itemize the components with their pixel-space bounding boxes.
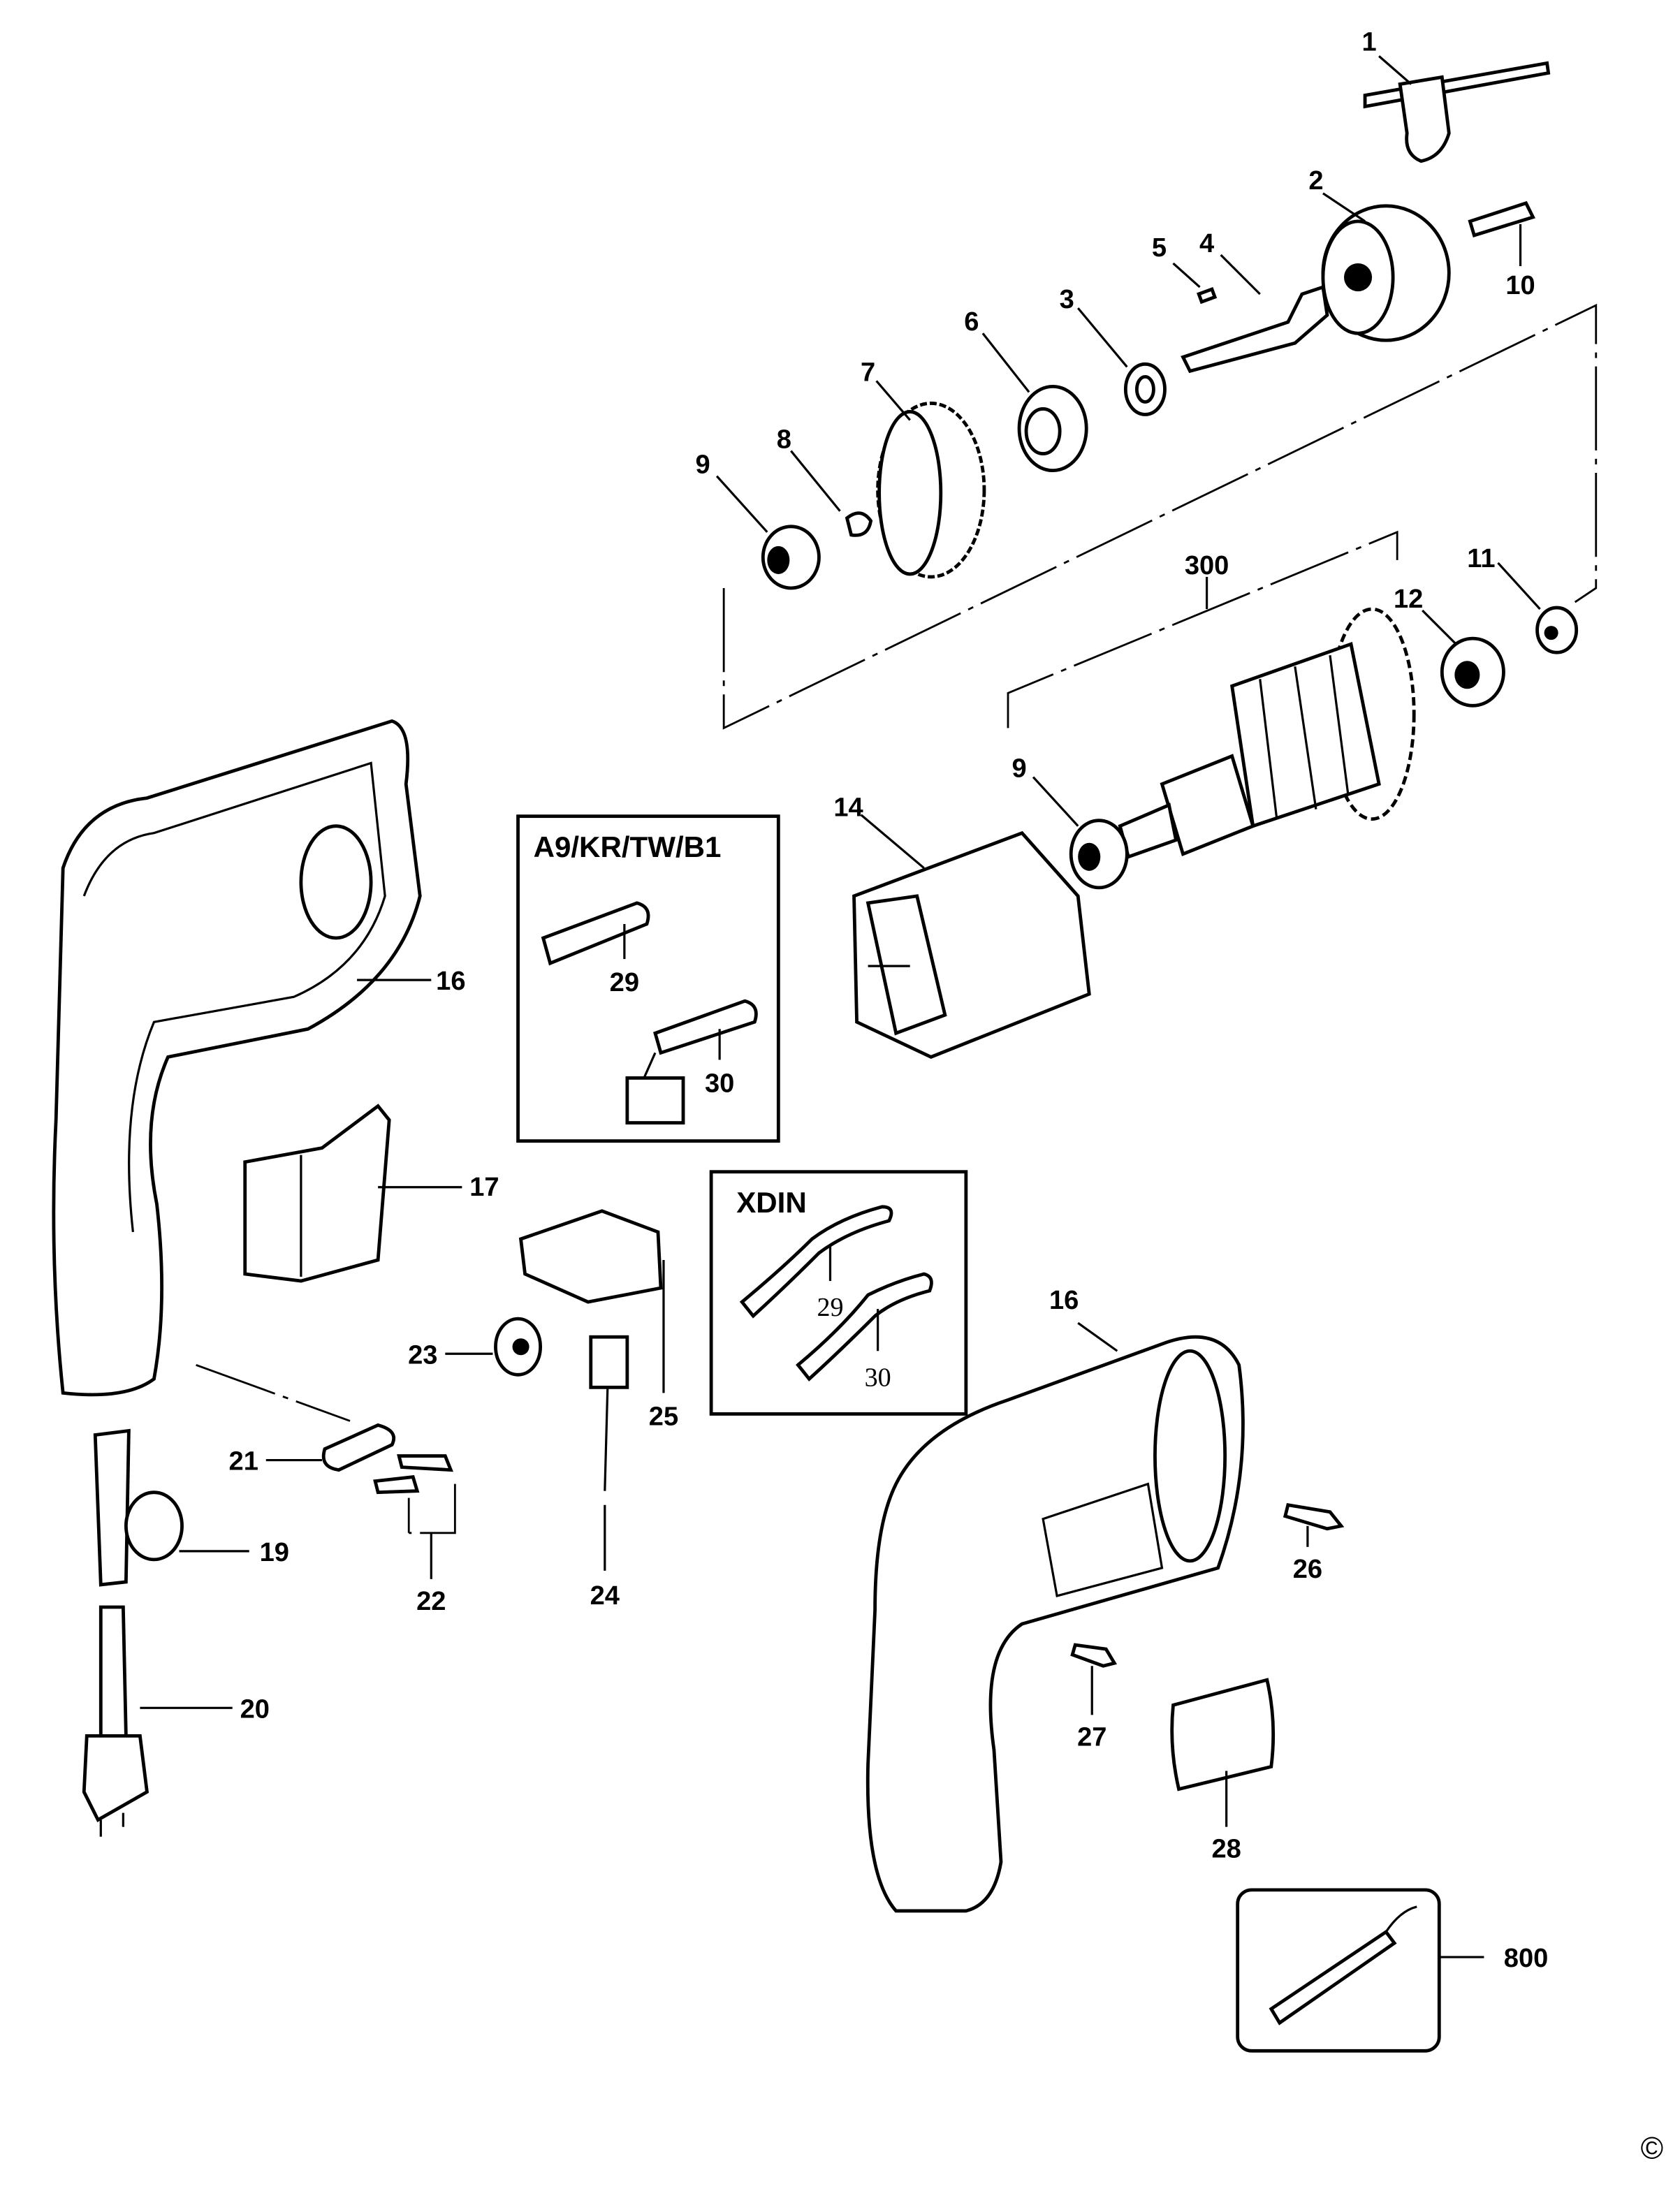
bearing-9-top: 9: [696, 450, 821, 590]
bracket-plug: [196, 1363, 351, 1422]
chuck-key: 1: [1361, 27, 1551, 163]
armature: [1118, 607, 1416, 859]
chuck-screw: 10: [1468, 200, 1535, 300]
drill-assembly: 16: [865, 1286, 1245, 1913]
box-title-xdin: XDIN: [736, 1186, 807, 1219]
callout-19: 19: [260, 1538, 289, 1567]
callout-30: 30: [705, 1069, 734, 1098]
callout-24: 24: [590, 1581, 620, 1611]
switch: 17: [243, 1104, 499, 1283]
copyright-mark: ©: [1641, 2132, 1663, 2166]
gear: 7: [861, 358, 986, 579]
cord-clamp: 21: [229, 1423, 396, 1477]
callout-16: 16: [1049, 1286, 1079, 1315]
callout-9: 9: [1011, 754, 1026, 784]
housing-half: 16: [52, 719, 466, 1397]
clamp-screws: 22: [373, 1454, 456, 1616]
suppressor: 24: [589, 1335, 629, 1611]
callout-29: 29: [610, 968, 639, 997]
washer: 3: [1060, 285, 1167, 416]
spindle-key: 5: [1152, 233, 1218, 305]
accessory-box-800: 800: [1236, 1888, 1549, 2053]
brush-holder: 25: [518, 1209, 678, 1431]
callout-6: 6: [964, 307, 979, 337]
brush-kit-box-xdin: XDIN 29 30: [709, 1170, 968, 1416]
bracket-armature-group: [1007, 530, 1398, 728]
callout-9: 9: [696, 450, 710, 480]
drill-chuck: 2: [1308, 166, 1451, 342]
callout-14: 14: [833, 793, 863, 823]
callout-22: 22: [416, 1587, 446, 1616]
stator: 14: [833, 793, 1091, 1059]
callout-300: 300: [1185, 551, 1229, 580]
callout-23: 23: [408, 1340, 437, 1370]
callout-17: 17: [469, 1173, 499, 1202]
bracket-gear-group: [722, 303, 1598, 730]
screw-27: 27: [1070, 1643, 1118, 1752]
callout-11: 11: [1467, 544, 1495, 573]
cord-guard: 19: [93, 1428, 289, 1587]
cable-clamp: 23: [408, 1317, 543, 1377]
callout-25: 25: [649, 1402, 678, 1431]
callout-21: 21: [229, 1447, 258, 1477]
power-cord-plug: 20: [82, 1605, 270, 1837]
callout-28: 28: [1211, 1835, 1241, 1864]
bearing-6: 6: [964, 307, 1088, 473]
bearing-12: 12: [1394, 585, 1505, 708]
callout-29: 29: [817, 1293, 843, 1322]
callout-7: 7: [861, 358, 875, 387]
callout-3: 3: [1060, 285, 1074, 314]
callout-27: 27: [1077, 1722, 1106, 1752]
spindle: 4: [1181, 229, 1329, 374]
bearing-9-armature: 9: [1011, 754, 1129, 890]
callout-800: 800: [1504, 1944, 1549, 1973]
callout-30: 30: [865, 1363, 891, 1392]
nut: 11: [1467, 544, 1579, 654]
retaining-clip: 8: [777, 425, 873, 537]
callout-1: 1: [1361, 27, 1376, 57]
callout-8: 8: [777, 425, 791, 455]
callout-10: 10: [1505, 271, 1535, 300]
callout-26: 26: [1293, 1555, 1322, 1584]
callout-2: 2: [1308, 166, 1323, 196]
brush-kit-box-a9: A9/KR/TW/B1 29 30: [516, 814, 780, 1143]
callout-20: 20: [240, 1694, 270, 1724]
screw-26: 26: [1283, 1502, 1345, 1584]
box-title-a9: A9/KR/TW/B1: [534, 830, 722, 863]
nameplate-label: 28: [1170, 1678, 1276, 1864]
callout-16: 16: [436, 967, 465, 996]
callout-12: 12: [1394, 585, 1423, 614]
callout-4: 4: [1199, 229, 1214, 258]
callout-5: 5: [1152, 233, 1167, 263]
